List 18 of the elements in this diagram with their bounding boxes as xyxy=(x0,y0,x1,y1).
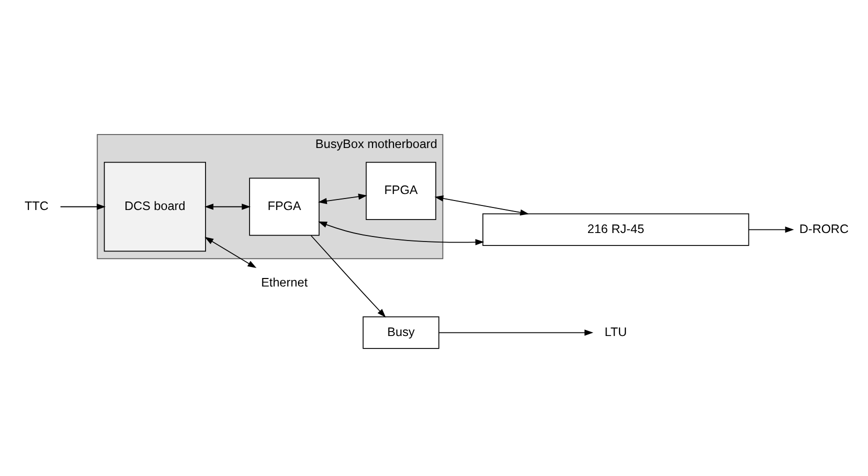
node-box: FPGA xyxy=(366,162,436,220)
arrow xyxy=(310,235,386,318)
node-text: D-RORC xyxy=(799,222,849,236)
node-text: Ethernet xyxy=(261,276,308,290)
node-box: DCS board xyxy=(104,162,206,252)
node-box: FPGA xyxy=(249,178,320,236)
node-box: 216 RJ-45 xyxy=(482,213,750,246)
arrow xyxy=(748,226,794,233)
node-text: LTU xyxy=(604,324,627,339)
arrow xyxy=(204,236,256,268)
node-text: TTC xyxy=(24,199,49,214)
arrow xyxy=(318,222,484,246)
arrow xyxy=(438,330,594,336)
arrow xyxy=(318,194,368,204)
node-box: Busy xyxy=(362,316,440,349)
arrow xyxy=(60,204,106,210)
arrow xyxy=(204,204,251,210)
arrow xyxy=(434,195,530,216)
